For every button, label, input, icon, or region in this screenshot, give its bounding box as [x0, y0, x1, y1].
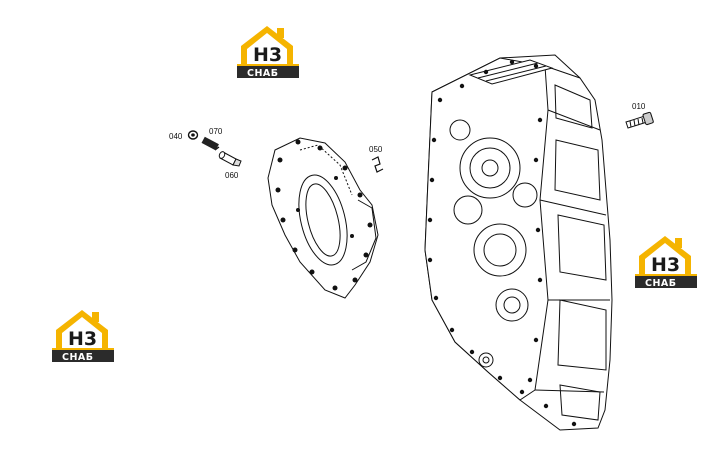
logo-mark: H3: [68, 328, 97, 350]
part-010-plug: [625, 111, 654, 129]
gearbox-housing: [424, 54, 613, 431]
logo-mark: H3: [651, 254, 680, 276]
logo-caption: СНАБ: [645, 278, 677, 289]
part-060-plunger: [218, 151, 242, 167]
logo-caption: СНАБ: [247, 68, 279, 79]
part-050-clip: [371, 156, 384, 173]
brand-logo-left: H3 СНАБ: [52, 310, 114, 363]
callout-040: 040: [169, 132, 183, 141]
logo-mark: H3: [253, 44, 282, 66]
part-070-spring: [201, 136, 220, 151]
cover-plate: [267, 137, 379, 299]
callout-060: 060: [225, 171, 239, 180]
brand-logo-right: H3 СНАБ: [635, 236, 697, 289]
callout-010: 010: [632, 102, 646, 111]
brand-logo-top: H3 СНАБ: [237, 26, 299, 79]
callout-070: 070: [209, 127, 223, 136]
logo-caption: СНАБ: [62, 352, 94, 363]
callout-050: 050: [369, 145, 383, 154]
part-040-washer: [187, 130, 199, 140]
